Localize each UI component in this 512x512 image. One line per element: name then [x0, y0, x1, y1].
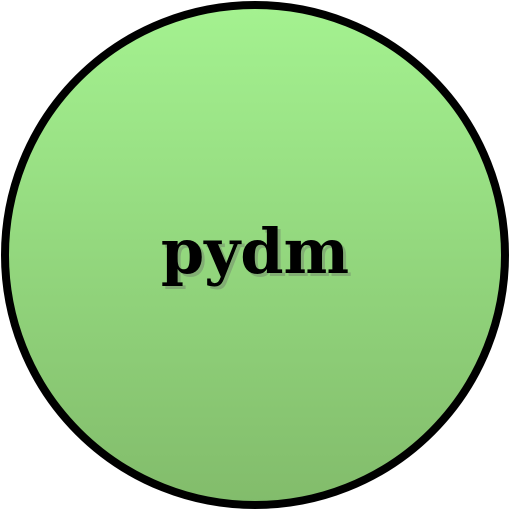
logo-text-shadow: pydm — [164, 218, 352, 291]
logo-text: pydm — [161, 215, 349, 288]
